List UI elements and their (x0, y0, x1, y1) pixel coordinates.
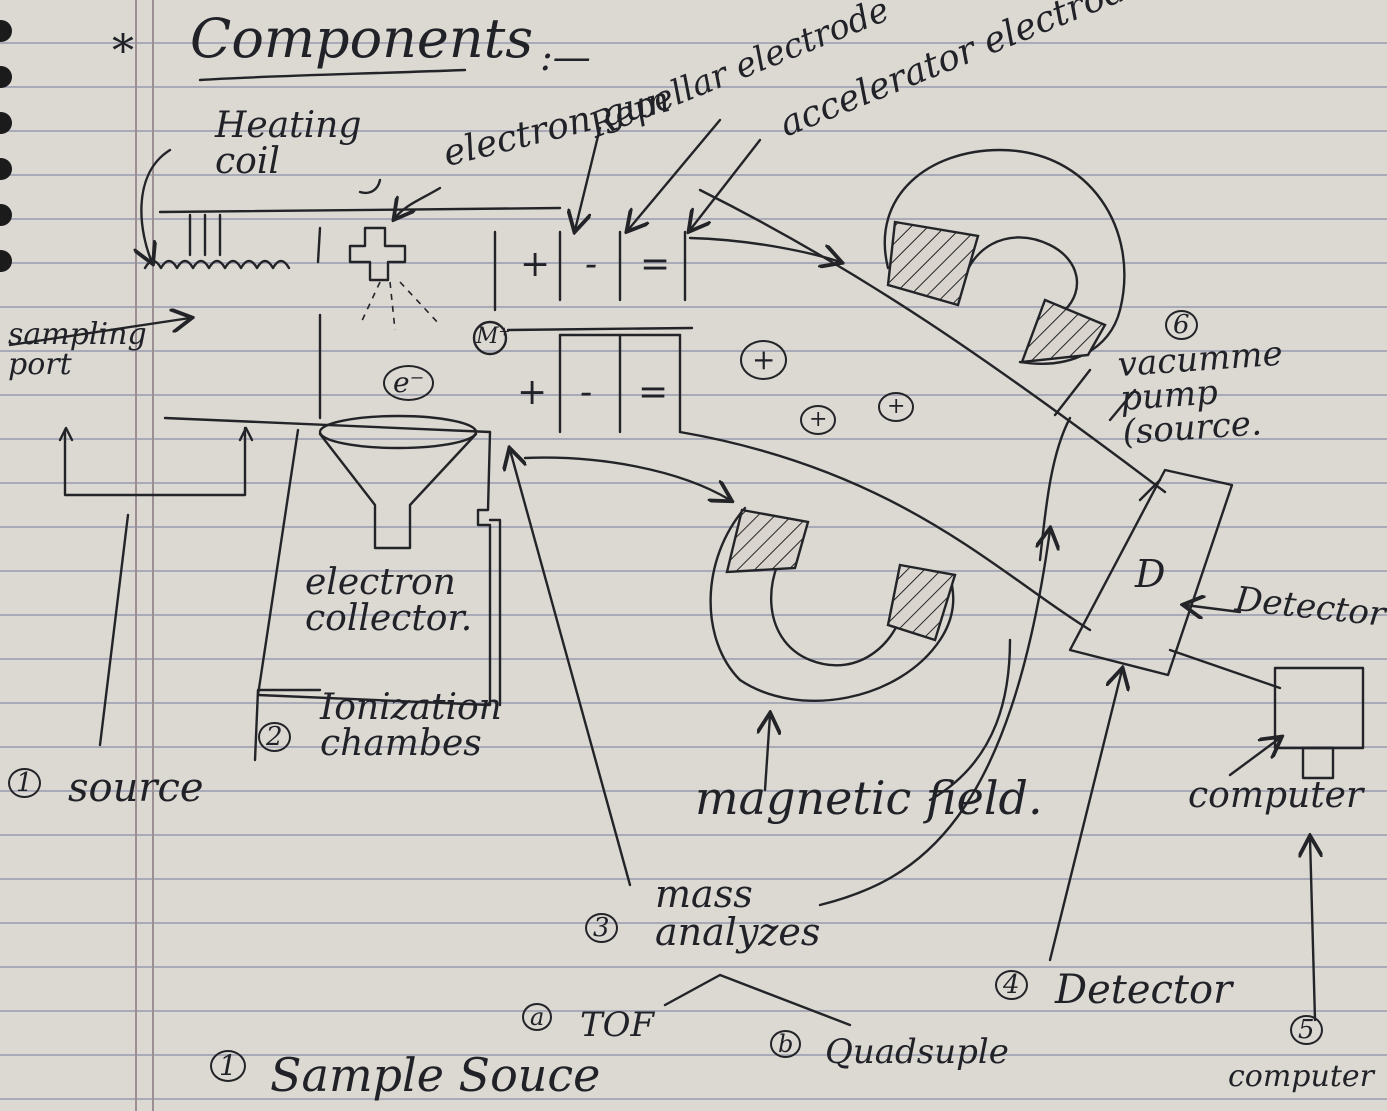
molecule-ion-symbol: M⁺ (476, 326, 510, 348)
computer-list-label: computer (1228, 1062, 1374, 1092)
source-loop-arrows (60, 428, 252, 440)
vacuum-hose (1040, 418, 1070, 560)
upper-magnet-pole-2 (1022, 300, 1105, 362)
number-4: 4 (995, 970, 1028, 1000)
source-loop (65, 428, 245, 495)
detector-list-label: Detector (1055, 970, 1232, 1010)
sample-number: 1 (210, 1050, 246, 1082)
analyzer-leader-1 (510, 450, 630, 885)
detector-to-computer (1170, 650, 1280, 688)
collector-rim (320, 416, 476, 448)
coil-leads (190, 215, 220, 255)
quadrupole-label: Quadsuple (825, 1035, 1009, 1069)
tof-label: TOF (580, 1008, 654, 1042)
number-1: 1 (8, 768, 41, 798)
upper-minus: - (585, 247, 597, 283)
detector-leader (1050, 670, 1122, 960)
heating-bracket (360, 180, 380, 193)
upper-magnet-inner (960, 237, 1077, 310)
mass-analyzer-label: mass analyzes (655, 875, 875, 951)
upper-double-minus: = (640, 247, 670, 283)
computer-pointer (1230, 738, 1280, 775)
vacuum-pump-label: vacumme pump (source. (1117, 332, 1354, 450)
detector-letter: D (1135, 555, 1165, 593)
number-3: 3 (585, 913, 618, 943)
top-line (160, 208, 560, 212)
electron-collector-label: electron collector. (305, 565, 545, 637)
sampling-port-label: sampling port (8, 320, 158, 380)
to-lower-magnet-arrow (525, 458, 730, 500)
electron-gun (350, 228, 405, 280)
magnetic-field-label: magnetic field. (695, 775, 1043, 821)
repellar-pointer (575, 128, 600, 230)
lower-magnet-pole-2 (888, 565, 955, 640)
number-5: 5 (1290, 1015, 1323, 1045)
lower-magnet-pole-1 (727, 510, 808, 572)
heating-coil-label: Heating coil (215, 108, 375, 180)
upper-magnet-pole-1 (888, 222, 978, 305)
bullet-star: * (112, 30, 134, 74)
ionization-chamber-label: Ionization chambes (320, 690, 520, 762)
electron-beam (360, 282, 440, 330)
accelerator-pointer (628, 120, 720, 230)
lower-plus: + (517, 375, 547, 411)
heating-coil (145, 261, 289, 268)
upper-plus: + (520, 247, 550, 283)
computer-leader (1310, 838, 1315, 1020)
lower-double-minus: = (638, 375, 668, 411)
number-2: 2 (258, 722, 291, 752)
electron-gun-pointer (395, 188, 440, 218)
computer-stand (1303, 748, 1333, 778)
ion-symbol-1: + (740, 340, 787, 380)
tof-quad-branch (665, 975, 850, 1025)
computer-box-label: computer (1188, 778, 1363, 814)
lower-minus: - (580, 375, 592, 411)
page-title: Components (190, 12, 533, 66)
detector-pointer (1185, 605, 1240, 612)
number-6: 6 (1165, 310, 1198, 340)
ion-beam-top (508, 328, 692, 330)
source-label: source (68, 768, 204, 808)
sample-source-label: Sample Souce (270, 1052, 600, 1098)
electron-symbol: e⁻ (383, 365, 434, 401)
chamber-wall-top (318, 228, 320, 262)
title-underline (200, 70, 465, 80)
computer-box (1275, 668, 1363, 748)
title-suffix: :— (540, 38, 591, 76)
heating-coil-pointer (141, 150, 170, 262)
to-upper-magnet-arrow (690, 238, 840, 262)
source-leader (100, 515, 128, 745)
electron-collector (320, 434, 476, 548)
